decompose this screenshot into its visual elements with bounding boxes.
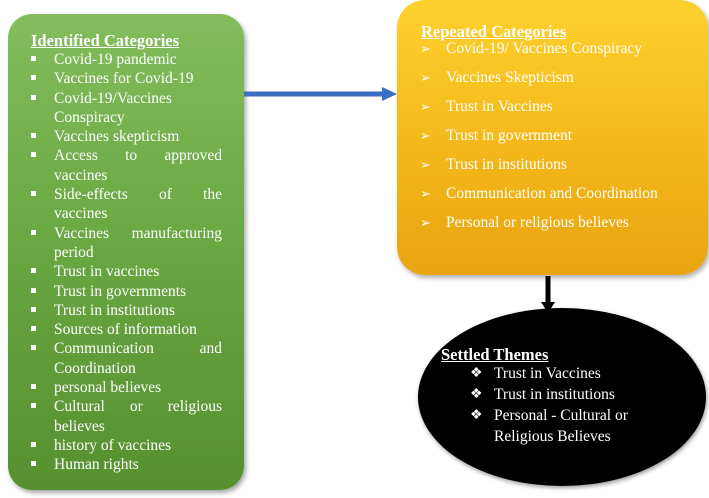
list-item: Trust in governments	[29, 282, 222, 301]
square-bullet-icon	[31, 461, 36, 467]
list-item: personal believes	[29, 378, 222, 397]
repeated-categories-box	[397, 0, 708, 275]
square-bullet-icon	[31, 306, 36, 312]
repeated-categories-title: Repeated Categories	[421, 22, 567, 41]
square-bullet-icon	[31, 287, 36, 293]
list-item: ➢Trust in Vaccines	[420, 98, 553, 115]
square-bullet-icon	[31, 229, 36, 235]
list-item: Covid-19/Vaccines Conspiracy	[29, 89, 222, 128]
square-bullet-icon	[31, 268, 36, 274]
arrowhead-bullet-icon: ➢	[420, 70, 431, 85]
list-item: Access to approved vaccines	[29, 146, 222, 185]
list-item: ➢Covid-19/ Vaccines Conspiracy	[420, 40, 643, 57]
repeated-categories-list: ➢Covid-19/ Vaccines Conspiracy ➢Vaccines…	[420, 39, 709, 242]
square-bullet-icon	[31, 75, 36, 81]
square-bullet-icon	[31, 152, 36, 158]
square-bullet-icon	[31, 403, 36, 409]
list-item: ❖Personal - Cultural or Religious Believ…	[470, 407, 628, 445]
list-item: Covid-19 pandemic	[29, 50, 222, 69]
square-bullet-icon	[31, 191, 36, 197]
square-bullet-icon	[31, 94, 36, 100]
list-item: Sources of information	[29, 320, 222, 339]
list-item: ➢Vaccines Skepticism	[420, 69, 574, 86]
list-item: Cultural or religious believes	[29, 397, 222, 436]
list-item: Vaccines for Covid-19	[29, 69, 222, 88]
list-item: Vaccines skepticism	[29, 127, 222, 146]
list-item: ➢Trust in government	[420, 127, 573, 144]
square-bullet-icon	[31, 441, 36, 447]
four-diamond-star-icon: ❖	[470, 366, 483, 381]
list-item: ➢Personal or religious believes	[420, 214, 629, 231]
square-bullet-icon	[31, 345, 36, 351]
right-arrow-icon	[244, 87, 397, 101]
list-item: Vaccines manufacturing period	[29, 224, 222, 263]
list-item: ❖Trust in Vaccines	[470, 365, 601, 382]
list-item: Communication and Coordination	[29, 339, 222, 378]
list-item: Side-effects of the vaccines	[29, 185, 222, 224]
square-bullet-icon	[31, 326, 36, 332]
list-item: ❖Trust in institutions	[470, 386, 615, 403]
arrowhead-bullet-icon: ➢	[420, 41, 431, 56]
arrowhead-bullet-icon: ➢	[420, 186, 431, 201]
down-arrow-icon	[541, 276, 555, 313]
identified-categories-list: Covid-19 pandemic Vaccines for Covid-19 …	[29, 50, 222, 475]
list-item: ➢Communication and Coordination	[420, 185, 658, 202]
arrowhead-bullet-icon: ➢	[420, 128, 431, 143]
list-item: history of vaccines	[29, 436, 222, 455]
settled-themes-list: ❖Trust in Vaccines ❖Trust in institution…	[470, 363, 650, 447]
arrowhead-bullet-icon: ➢	[420, 157, 431, 172]
identified-categories-title: Identified Categories	[31, 31, 180, 50]
identified-categories-box	[8, 14, 244, 490]
list-item: Human rights	[29, 455, 222, 474]
four-diamond-star-icon: ❖	[470, 387, 483, 402]
square-bullet-icon	[31, 133, 36, 139]
arrowhead-bullet-icon: ➢	[420, 99, 431, 114]
arrowhead-bullet-icon: ➢	[420, 215, 431, 230]
four-diamond-star-icon: ❖	[470, 408, 483, 423]
square-bullet-icon	[31, 384, 36, 390]
list-item: Trust in institutions	[29, 301, 222, 320]
list-item: ➢Trust in institutions	[420, 156, 567, 173]
square-bullet-icon	[31, 56, 36, 61]
settled-themes-ellipse	[418, 308, 706, 486]
settled-themes-title: Settled Themes	[441, 345, 549, 364]
list-item: Trust in vaccines	[29, 262, 222, 281]
